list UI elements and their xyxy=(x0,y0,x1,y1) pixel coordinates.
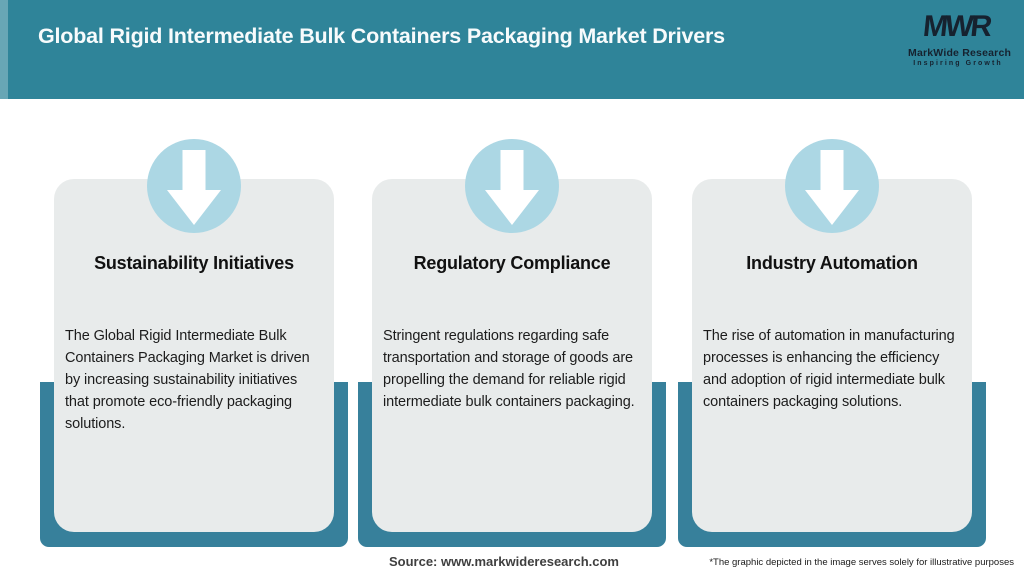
card-body-text: The rise of automation in manufacturing … xyxy=(703,328,955,410)
card-body-text: Stringent regulations regarding safe tra… xyxy=(383,328,635,410)
mwr-monogram-icon: MWR xyxy=(921,10,994,43)
svg-text:MWR: MWR xyxy=(921,10,994,43)
down-arrow-icon xyxy=(785,139,879,233)
logo-tagline: Inspiring Growth xyxy=(913,60,1003,67)
markwide-logo: MWR MarkWide Research Inspiring Growth xyxy=(908,9,1012,67)
logo-name: MarkWide Research xyxy=(908,47,1012,59)
down-arrow-icon xyxy=(147,139,241,233)
card-title: Sustainability Initiatives xyxy=(94,253,294,273)
disclaimer-text: *The graphic depicted in the image serve… xyxy=(709,557,1014,568)
header-bar: Global Rigid Intermediate Bulk Container… xyxy=(0,0,1024,99)
source-text: Source: www.markwideresearch.com xyxy=(388,554,619,569)
header-left-accent xyxy=(0,0,8,99)
card-surface: Industry Automation The rise of automati… xyxy=(692,179,972,532)
card-body-text: The Global Rigid Intermediate Bulk Conta… xyxy=(65,328,310,432)
page-title: Global Rigid Intermediate Bulk Container… xyxy=(38,24,725,48)
card-surface: Regulatory Compliance Stringent regulati… xyxy=(372,179,652,532)
down-arrow-icon xyxy=(465,139,559,233)
card-title: Industry Automation xyxy=(746,253,918,273)
card-surface: Sustainability Initiatives The Global Ri… xyxy=(54,179,334,532)
card-title: Regulatory Compliance xyxy=(413,253,611,273)
